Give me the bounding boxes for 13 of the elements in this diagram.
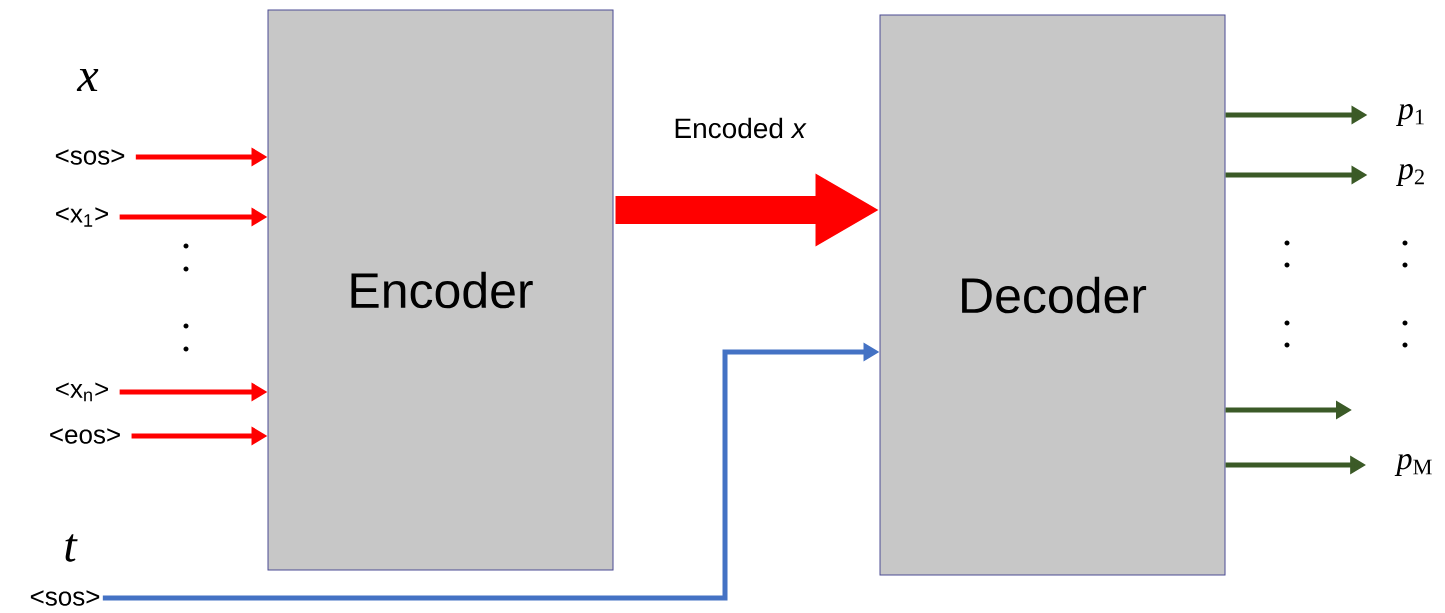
block-box: Encoder — [267, 9, 614, 571]
variable-label: t — [65, 534, 78, 562]
output-label: p$_{2}$ — [1396, 164, 1424, 186]
token-label: <x$_{n}$> — [56, 382, 108, 402]
token-label: <sos> — [55, 149, 125, 165]
token-label: <x$_{1}$> — [56, 207, 108, 227]
edge-label: Encoded x — [675, 117, 807, 139]
token-label: <sos> — [30, 590, 100, 606]
variable-label: x — [76, 69, 99, 91]
token-label: <eos> — [50, 428, 120, 444]
block-box: Decoder — [879, 14, 1226, 576]
output-label: p$_{M}$ — [1394, 454, 1432, 476]
output-label: p$_{1}$ — [1396, 104, 1424, 126]
